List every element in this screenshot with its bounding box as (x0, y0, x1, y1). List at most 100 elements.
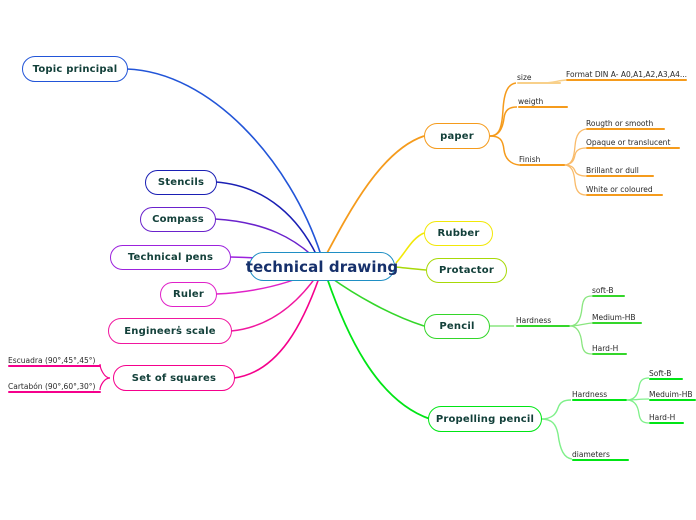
node-paper-weigth[interactable]: weigth (518, 93, 568, 108)
node-propelling-hard-h-label: Hard-H (649, 412, 676, 422)
node-propelling-pencil-label: Propelling pencil (435, 413, 535, 425)
node-propelling-meduim-hb-rule (649, 398, 696, 401)
node-propelling-hardness[interactable]: Hardness (572, 386, 627, 401)
node-propelling-hardness-label: Hardness (572, 389, 608, 399)
link-paper-finish (489, 135, 520, 166)
node-protactor-label: Protactor (439, 265, 494, 276)
node-cartabon[interactable]: Cartabón (90°,60°,30°) (8, 378, 101, 393)
node-topic-principal[interactable]: Topic principal (22, 56, 128, 82)
node-propelling-pencil[interactable]: Propelling pencil (428, 406, 542, 432)
node-rougth-or-smooth-label: Rougth or smooth (586, 118, 654, 128)
node-paper-size-label: size (517, 72, 532, 82)
link-paper-size (489, 82, 517, 137)
link-engineers-scale (230, 273, 319, 332)
node-paper[interactable]: paper (424, 123, 490, 149)
link-ph-hard (569, 325, 593, 355)
node-stencils-label: Stencils (157, 177, 205, 188)
node-rubber[interactable]: Rubber (424, 221, 493, 246)
link-propelling-pencil (326, 277, 431, 420)
node-cartabon-rule (8, 390, 101, 393)
node-propelling-diameters[interactable]: diameters (572, 446, 629, 461)
node-engineers-scale[interactable]: Engineers̓ scale (108, 318, 232, 344)
node-escuadra[interactable]: Escuadra (90°,45°,45°) (8, 352, 101, 367)
node-opaque-or-translucent[interactable]: Opaque or translucent (586, 135, 680, 149)
link-pph-medium (626, 398, 650, 401)
link-finish-white (563, 164, 587, 196)
link-pp-diameters (540, 418, 573, 460)
node-pencil-soft-b-label: soft-B (592, 285, 614, 295)
node-paper-size-rule (517, 81, 561, 84)
node-format-din-rule (566, 78, 687, 81)
node-propelling-meduim-hb-label: Meduim-HB (649, 389, 693, 399)
central-topic[interactable]: technical drawing (245, 252, 399, 281)
link-pp-hardness (540, 399, 572, 420)
link-set-of-squares (233, 277, 320, 379)
node-pencil-hardness-label: Hardness (516, 315, 552, 325)
node-opaque-or-translucent-label: Opaque or translucent (586, 137, 671, 147)
link-ph-medium (569, 322, 593, 327)
node-pencil-medium-hb-label: Medium-HB (592, 312, 636, 322)
link-ph-soft (569, 295, 593, 327)
link-finish-opaque (563, 147, 587, 166)
node-protactor[interactable]: Protactor (426, 258, 507, 283)
node-brillant-or-dull[interactable]: Brillant or dull (586, 163, 654, 177)
node-pencil-hardness[interactable]: Hardness (516, 312, 570, 327)
link-rubber (395, 232, 425, 264)
node-paper-finish[interactable]: Finish (519, 151, 565, 166)
node-pencil[interactable]: Pencil (424, 314, 490, 339)
node-white-or-coloured-label: White or coloured (586, 184, 653, 194)
node-propelling-hard-h[interactable]: Hard-H (649, 410, 684, 424)
central-topic-label: technical drawing (245, 257, 399, 276)
node-format-din-label: Format DIN A- A0,A1,A2,A3,A4... (566, 69, 688, 79)
node-compass-label: Compass (152, 214, 204, 225)
link-pencil (329, 276, 425, 327)
node-rougth-or-smooth[interactable]: Rougth or smooth (586, 116, 665, 130)
node-escuadra-label: Escuadra (90°,45°,45°) (8, 355, 96, 365)
link-paper (325, 135, 425, 256)
link-escuadra (99, 363, 111, 379)
node-white-or-coloured[interactable]: White or coloured (586, 182, 663, 196)
node-pencil-medium-hb[interactable]: Medium-HB (592, 310, 642, 324)
node-propelling-soft-b-label: Soft-B (649, 368, 672, 378)
node-pencil-hard-h-label: Hard-H (592, 343, 619, 353)
node-set-of-squares-label: Set of squares (131, 372, 217, 384)
node-propelling-diameters-rule (572, 458, 629, 461)
node-technical-pens-label: Technical pens (127, 252, 214, 263)
node-brillant-or-dull-rule (586, 174, 654, 177)
link-pph-soft (626, 377, 650, 401)
node-rougth-or-smooth-rule (586, 127, 665, 130)
node-ruler[interactable]: Ruler (160, 282, 217, 307)
node-stencils[interactable]: Stencils (145, 170, 217, 195)
link-finish-brillant (563, 164, 587, 177)
node-cartabon-label: Cartabón (90°,60°,30°) (8, 381, 96, 391)
node-pencil-medium-hb-rule (592, 321, 642, 324)
node-technical-pens[interactable]: Technical pens (110, 245, 231, 270)
node-ruler-label: Ruler (173, 289, 204, 300)
node-format-din[interactable]: Format DIN A- A0,A1,A2,A3,A4... (566, 66, 687, 81)
node-paper-label: paper (440, 130, 474, 142)
link-cartabon (99, 377, 111, 391)
node-opaque-or-translucent-rule (586, 146, 680, 149)
link-finish-rougth (563, 128, 587, 166)
node-paper-weigth-label: weigth (518, 96, 544, 106)
node-engineers-scale-label: Engineers̓ scale (124, 325, 216, 337)
node-propelling-soft-b[interactable]: Soft-B (649, 366, 683, 380)
link-stencils (215, 181, 319, 259)
node-paper-finish-rule (519, 163, 565, 166)
node-propelling-hard-h-rule (649, 421, 684, 424)
node-compass[interactable]: Compass (140, 207, 216, 232)
node-pencil-label: Pencil (439, 321, 475, 332)
node-paper-size[interactable]: size (517, 69, 561, 84)
link-paper-weigth (489, 106, 518, 137)
node-propelling-meduim-hb[interactable]: Meduim-HB (649, 387, 696, 401)
node-propelling-diameters-label: diameters (572, 449, 610, 459)
node-paper-weigth-rule (518, 105, 568, 108)
node-brillant-or-dull-label: Brillant or dull (586, 165, 639, 175)
node-paper-finish-label: Finish (519, 154, 541, 164)
node-white-or-coloured-rule (586, 193, 663, 196)
node-pencil-hard-h[interactable]: Hard-H (592, 341, 627, 355)
node-set-of-squares[interactable]: Set of squares (113, 365, 235, 391)
node-pencil-soft-b[interactable]: soft-B (592, 283, 625, 297)
node-propelling-soft-b-rule (649, 377, 683, 380)
